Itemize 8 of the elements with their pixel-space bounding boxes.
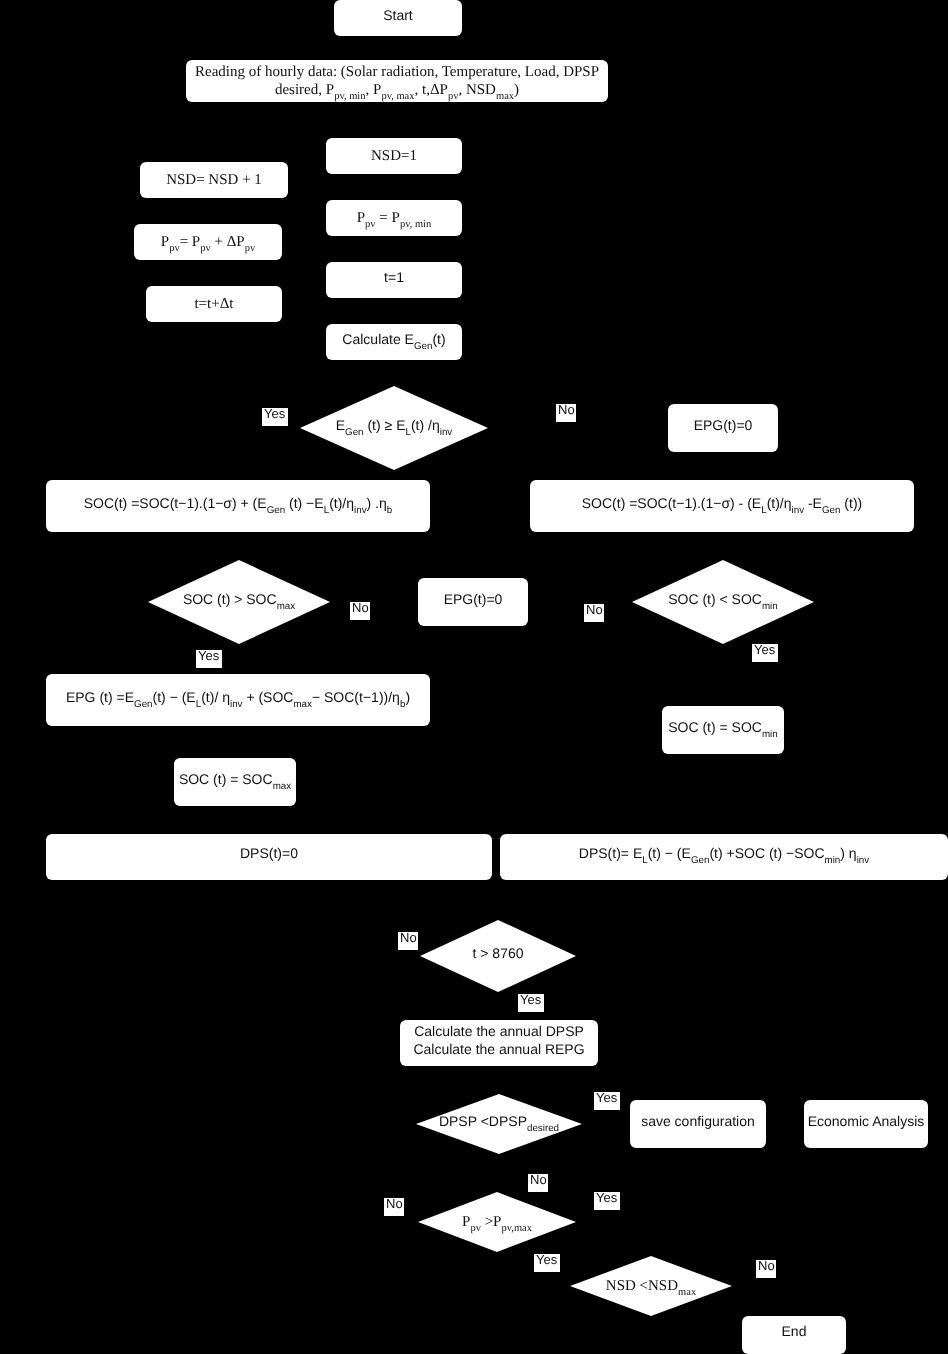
decision-diamond [418,1192,576,1252]
decision-diamond [420,920,576,992]
decision-diamond [300,386,488,470]
decision-diamond [416,1094,582,1154]
decision-diamond [570,1256,732,1316]
decision-diamond [632,560,814,644]
process-box [400,1020,598,1066]
decision-diamond [148,560,330,644]
